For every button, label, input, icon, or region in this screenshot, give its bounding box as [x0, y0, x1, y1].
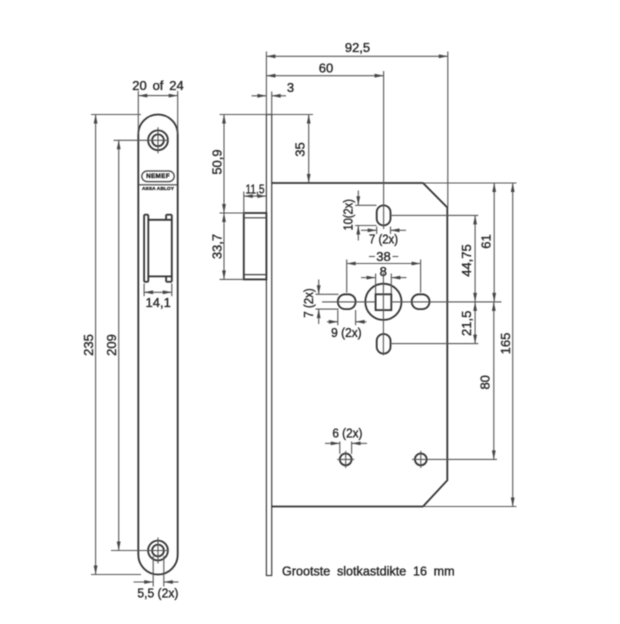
svg-text:5,5 (2x): 5,5 (2x): [137, 585, 178, 600]
svg-text:92,5: 92,5: [345, 40, 370, 55]
svg-text:8: 8: [380, 264, 387, 279]
svg-text:21,5: 21,5: [459, 311, 474, 336]
svg-text:60: 60: [319, 61, 333, 76]
svg-text:44,75: 44,75: [459, 244, 474, 277]
svg-text:35: 35: [293, 142, 308, 156]
svg-text:3: 3: [287, 80, 294, 95]
svg-text:38: 38: [376, 249, 390, 264]
svg-text:9 (2x): 9 (2x): [331, 325, 362, 340]
svg-text:50,9: 50,9: [210, 149, 225, 174]
svg-text:80: 80: [478, 375, 493, 389]
svg-text:14,1: 14,1: [146, 295, 171, 310]
svg-text:20 of 24: 20 of 24: [132, 78, 183, 93]
svg-text:209: 209: [104, 334, 119, 356]
svg-text:235: 235: [81, 334, 96, 356]
svg-text:11,5: 11,5: [246, 181, 265, 196]
svg-text:6 (2x): 6 (2x): [332, 426, 362, 441]
svg-text:61: 61: [479, 234, 494, 248]
svg-text:10(2x): 10(2x): [340, 199, 355, 231]
svg-text:Grootste slotkastdikte 16 mm: Grootste slotkastdikte 16 mm: [282, 565, 455, 579]
svg-text:7 (2x): 7 (2x): [301, 288, 316, 318]
svg-text:7 (2x): 7 (2x): [369, 231, 398, 246]
svg-text:NEMEF: NEMEF: [146, 173, 170, 180]
svg-text:33,7: 33,7: [210, 234, 225, 259]
svg-text:ASSA ABLOY: ASSA ABLOY: [142, 186, 175, 192]
svg-text:165: 165: [498, 333, 513, 355]
